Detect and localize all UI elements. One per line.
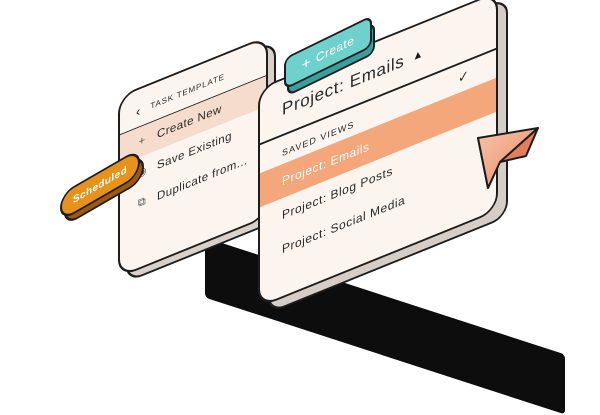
chevron-left-icon[interactable]: ‹ [136, 102, 141, 120]
illustration-scene: ‹ TASK TEMPLATE + Create New ◉ Save Exis… [60, 0, 565, 415]
chevron-up-icon: ▲ [412, 47, 424, 64]
plus-icon: + [301, 52, 311, 74]
create-button[interactable]: + Create [284, 15, 372, 91]
pointer-cursor-icon [477, 127, 539, 189]
